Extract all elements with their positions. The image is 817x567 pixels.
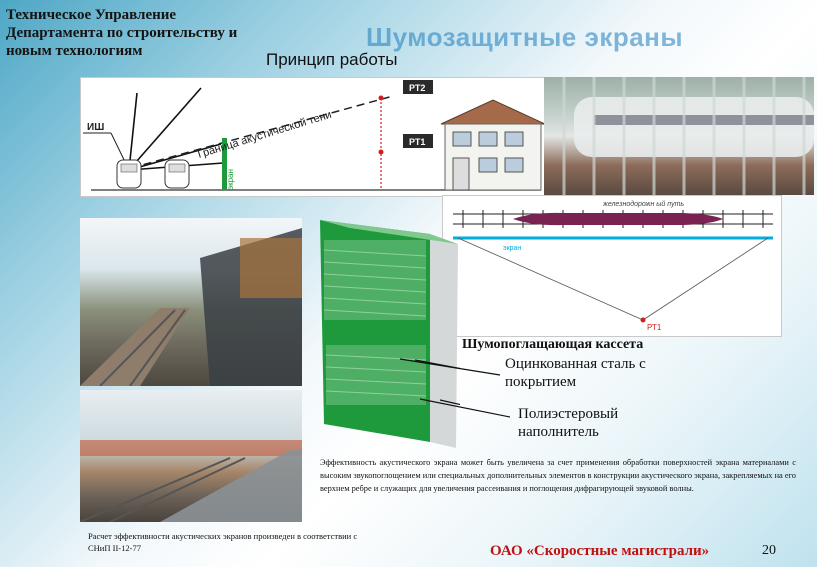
slide-title: Шумозащитные экраны [366, 22, 684, 52]
point-rt1-marker [378, 149, 384, 155]
company-name: ОАО «Скоростные магистрали» [490, 543, 710, 559]
page-number: 20 [762, 543, 776, 558]
train-photo [544, 77, 814, 195]
cassette-illustration [310, 210, 521, 450]
point-rt2-label: РТ2 [409, 83, 425, 93]
train-right-icon [164, 159, 190, 189]
source-label: ИШ [87, 122, 104, 133]
house-icon [440, 99, 545, 191]
plan-rt1-marker [640, 317, 646, 323]
railway-screen-photo-1 [80, 218, 302, 386]
steel-caption-line-2: покрытием [505, 374, 577, 390]
steel-caption: Оцинкованная сталь с покрытием [505, 355, 646, 391]
screen-label: экран [226, 169, 235, 190]
slide-subtitle: Принцип работы [266, 50, 398, 69]
cassette-title: Шумопоглащающая кассета [462, 337, 644, 352]
effectiveness-paragraph: Эффективность акустического экрана может… [320, 458, 796, 493]
point-rt1-label: РТ1 [409, 137, 425, 147]
train-left-icon [116, 159, 142, 189]
filler-caption: Полиэстеровый наполнитель [518, 405, 618, 441]
plan-diagram: железнодорожн ый путь экран РТ1 [442, 195, 782, 337]
railway-label: железнодорожн ый путь [602, 200, 684, 208]
steel-caption-line-1: Оцинкованная сталь с [505, 356, 646, 372]
filler-caption-line-2: наполнитель [518, 424, 599, 440]
plan-rt1-label: РТ1 [647, 323, 662, 332]
noise-screen-icon [222, 138, 227, 190]
shadow-boundary-label: Граница акустической тени [196, 109, 333, 161]
screen-plan-label: экран [503, 245, 521, 252]
department-heading: Техническое Управление Департамента по с… [6, 6, 237, 60]
acoustic-shadow-diagram: ИШ экран Граница акустической тени РТ2 [80, 77, 546, 197]
department-line-1: Техническое Управление [6, 7, 177, 23]
railway-screen-photo-2 [80, 390, 302, 522]
point-rt2-marker [378, 95, 384, 101]
department-line-3: новым технологиям [6, 43, 143, 59]
cassette-pointers [400, 358, 510, 418]
calculation-note: Расчет эффективности акустических экрано… [88, 531, 358, 553]
department-line-2: Департамента по строительству и [6, 25, 238, 41]
train-plan-icon [513, 212, 723, 226]
filler-caption-line-1: Полиэстеровый [518, 406, 619, 422]
